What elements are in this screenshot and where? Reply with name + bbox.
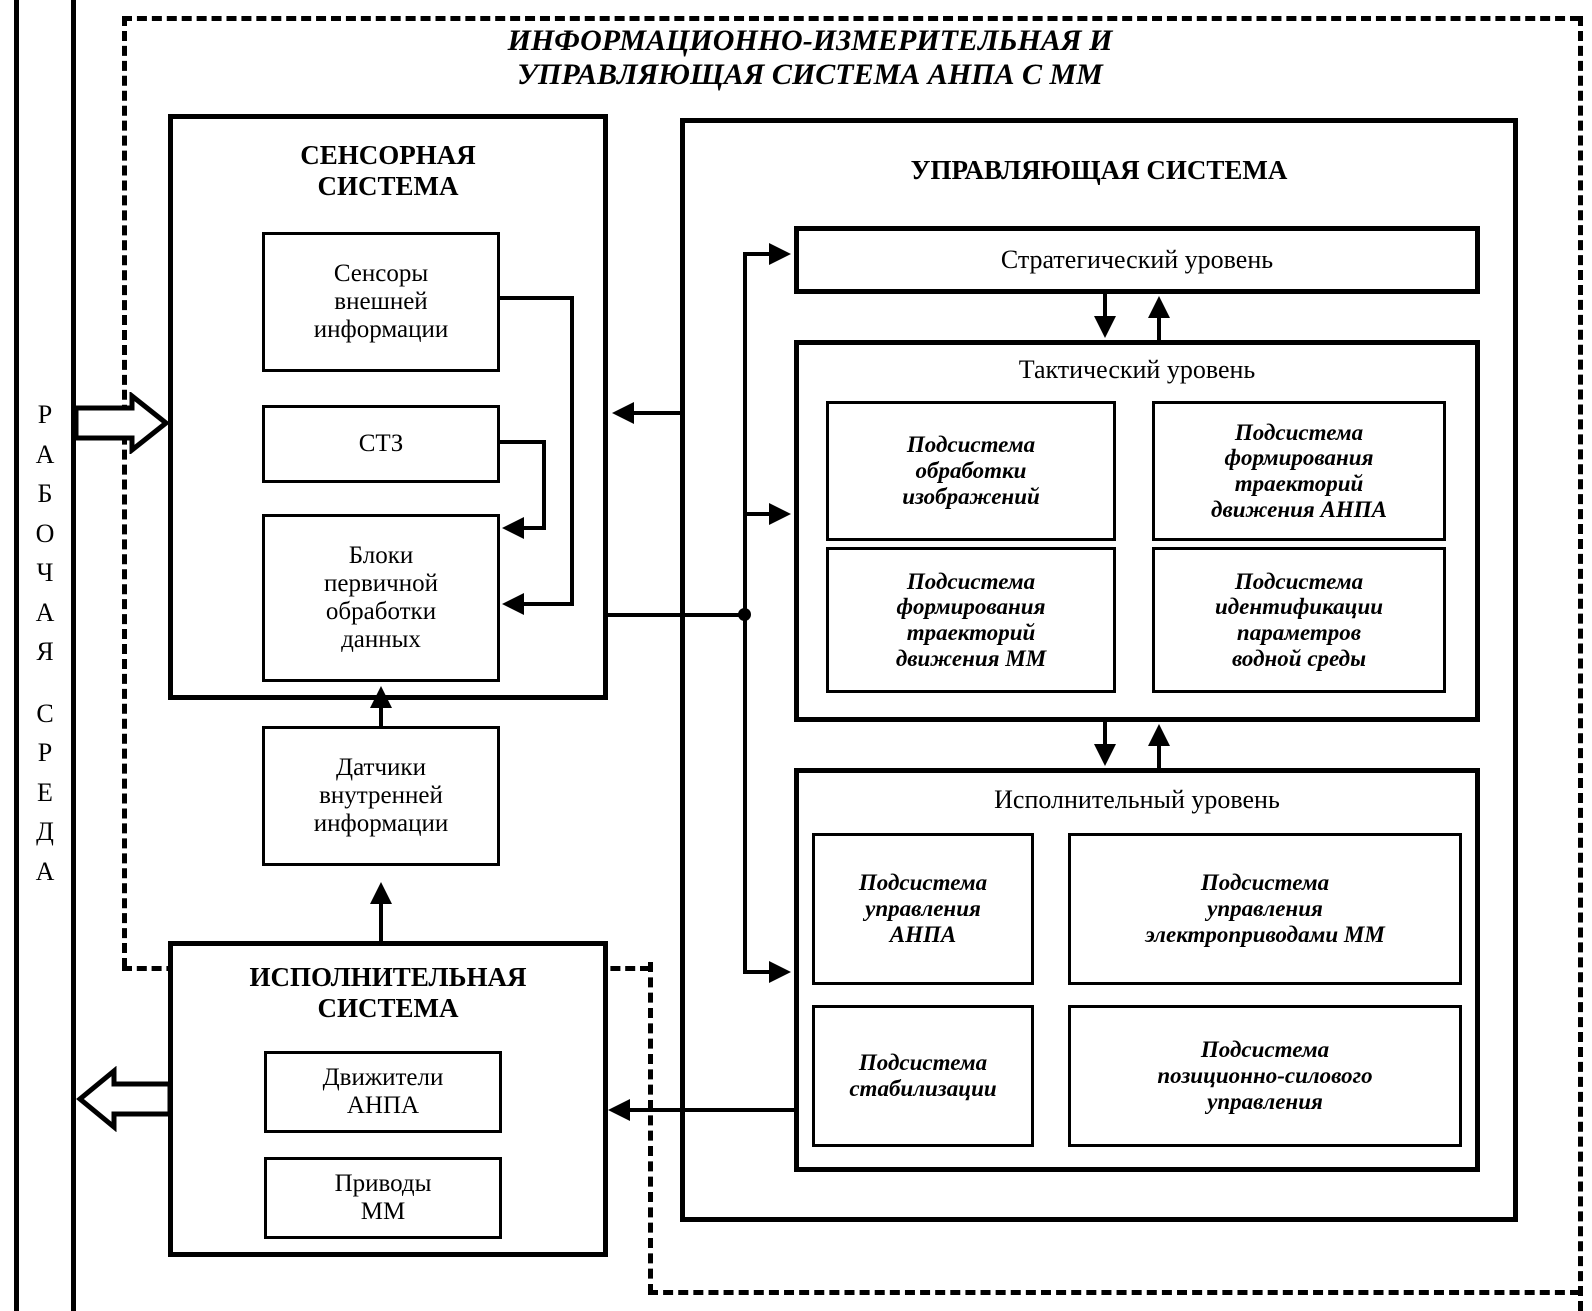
env-letter: О	[35, 518, 55, 548]
wire-bus-to-executive-level	[743, 970, 771, 974]
arrow-internal-sensors-to-sensor-system	[370, 686, 392, 708]
executive-system-title-line-2: СИСТЕМА	[317, 992, 459, 1023]
executive-subsystem-mm-drive-control[interactable]: Подсистема управления электроприводами М…	[1068, 833, 1462, 985]
environment-boundary-lower	[648, 962, 653, 1294]
env-letter: А	[35, 597, 55, 627]
wire-ext-sensors-out	[498, 296, 574, 300]
executive-to-env-block-arrow	[76, 1066, 172, 1132]
sensor-block-external-sensors[interactable]: Сенсоры внешней информации	[262, 232, 500, 372]
wire-into-primary-high	[524, 526, 546, 530]
env-letter: Я	[36, 637, 54, 667]
wire-tactical-down	[1103, 722, 1107, 746]
executive-subsystem-auv-control[interactable]: Подсистема управления АНПА	[812, 833, 1034, 985]
env-letter: Р	[37, 738, 53, 768]
wire-tactical-up	[1157, 316, 1161, 342]
wire-control-to-executive-system	[630, 1108, 795, 1112]
diagram-title: ИНФОРМАЦИОННО-ИЗМЕРИТЕЛЬНАЯ И УПРАВЛЯЮЩА…	[330, 24, 1290, 92]
env-letter: С	[36, 698, 54, 728]
executive-block-thrusters[interactable]: Движители АНПА	[264, 1051, 502, 1133]
arrow-bus-to-executive-level	[769, 961, 791, 983]
tactical-subsystem-mm-trajectory[interactable]: Подсистема формирования траекторий движе…	[826, 547, 1116, 693]
working-environment-bar	[14, 0, 76, 1311]
strategic-level-box[interactable]: Стратегический уровень	[794, 226, 1480, 294]
wire-ext-sensors-down	[570, 296, 574, 602]
environment-boundary-top	[122, 16, 1580, 21]
sensor-system-title: СЕНСОРНАЯ СИСТЕМА	[188, 140, 588, 202]
arrow-control-to-sensor	[612, 402, 634, 424]
arrow-executive-to-tactical	[1148, 724, 1170, 746]
arrow-bus-to-strategic	[769, 243, 791, 265]
wire-bus-to-strategic	[743, 252, 771, 256]
arrow-tactical-to-strategic	[1148, 296, 1170, 318]
env-letter: Е	[37, 777, 53, 807]
executive-system-title: ИСПОЛНИТЕЛЬНАЯ СИСТЕМА	[178, 962, 598, 1024]
env-letter: А	[35, 439, 55, 469]
wire-sensor-bus-vertical	[743, 252, 747, 974]
arrow-executive-to-internal-sensors	[370, 882, 392, 904]
sensor-system-title-line-1: СЕНСОРНАЯ	[300, 140, 476, 170]
executive-level-title: Исполнительный уровень	[994, 785, 1280, 814]
wire-sensor-bus-horizontal	[608, 613, 748, 617]
wire-strategic-down	[1103, 294, 1107, 320]
sensor-block-primary-processing[interactable]: Блоки первичной обработки данных	[262, 514, 500, 682]
internal-sensors-block[interactable]: Датчики внутренней информации	[262, 726, 500, 866]
sensor-system-title-line-2: СИСТЕМА	[317, 170, 459, 201]
title-line-2: УПРАВЛЯЮЩАЯ СИСТЕМА АНПА С ММ	[517, 58, 1103, 92]
wire-into-primary-low	[524, 602, 574, 606]
executive-subsystem-position-force-control[interactable]: Подсистема позиционно-силового управлени…	[1068, 1005, 1462, 1147]
wire-bus-to-tactical	[743, 512, 771, 516]
executive-subsystem-stabilization[interactable]: Подсистема стабилизации	[812, 1005, 1034, 1147]
arrow-strategic-to-tactical	[1094, 316, 1116, 338]
environment-boundary-bottom	[648, 1290, 1580, 1295]
env-letter: Б	[37, 479, 53, 509]
tactical-level-title: Тактический уровень	[1018, 355, 1256, 384]
arrow-control-to-executive-system	[608, 1099, 630, 1121]
wire-stz-down	[542, 440, 546, 530]
wire-internal-sensors-up	[379, 706, 383, 728]
executive-system-title-line-1: ИСПОЛНИТЕЛЬНАЯ	[249, 962, 527, 992]
env-letter: А	[35, 856, 55, 886]
tactical-subsystem-water-identification[interactable]: Подсистема идентификации параметров водн…	[1152, 547, 1446, 693]
control-system-title: УПРАВЛЯЮЩАЯ СИСТЕМА	[910, 155, 1288, 185]
env-letter: Р	[37, 400, 53, 429]
env-to-sensor-block-arrow	[76, 392, 168, 454]
arrow-into-primary-high	[502, 517, 524, 539]
wire-stz-out	[498, 440, 546, 444]
arrow-into-primary-low	[502, 593, 524, 615]
title-line-1: ИНФОРМАЦИОННО-ИЗМЕРИТЕЛЬНАЯ И	[507, 24, 1113, 57]
environment-boundary-right	[1578, 16, 1583, 1311]
wire-executive-to-internal-sensors	[379, 902, 383, 942]
sensor-block-stz[interactable]: СТЗ	[262, 405, 500, 483]
arrow-tactical-to-executive	[1094, 744, 1116, 766]
executive-block-mm-drives[interactable]: Приводы ММ	[264, 1157, 502, 1239]
env-letter: Ч	[36, 558, 54, 588]
tactical-subsystem-auv-trajectory[interactable]: Подсистема формирования траекторий движе…	[1152, 401, 1446, 541]
working-environment-label: Р А Б О Ч А Я С Р Е Д А	[14, 395, 76, 891]
wire-executive-up	[1157, 744, 1161, 768]
wire-control-to-sensor	[634, 411, 682, 415]
arrow-bus-to-tactical	[769, 503, 791, 525]
environment-boundary-left-upper	[122, 16, 127, 968]
env-letter: Д	[36, 817, 54, 847]
tactical-subsystem-image-processing[interactable]: Подсистема обработки изображений	[826, 401, 1116, 541]
